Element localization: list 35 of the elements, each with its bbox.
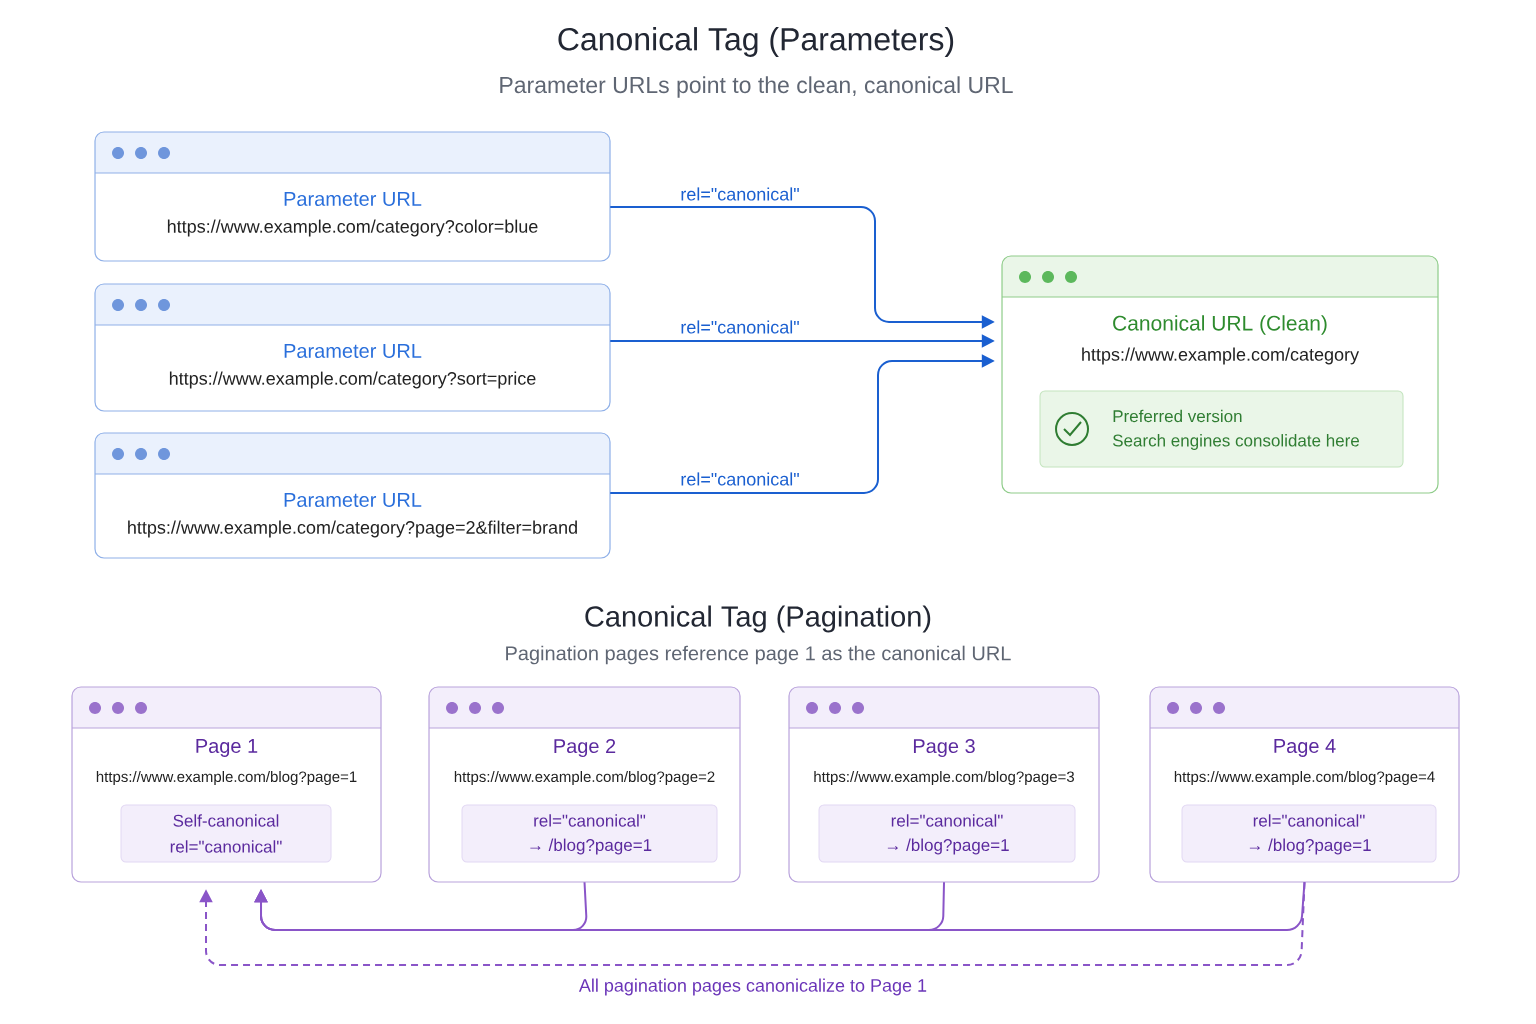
- url-text: https://www.example.com/blog?page=4: [1174, 771, 1435, 785]
- box-text: rel="canonical": [170, 840, 282, 853]
- box-text: Preferred version: [1113, 409, 1242, 423]
- url-text: https://www.example.com/category: [1082, 347, 1359, 365]
- url-text: https://www.example.com/category?page=2&filter=brand: [128, 520, 577, 538]
- card-title: Parameter URL: [284, 192, 422, 206]
- section-title: Canonical Tag (Pagination): [585, 605, 931, 633]
- card-title: Parameter URL: [284, 493, 422, 507]
- box-text: Search engines consolidate here: [1113, 434, 1359, 450]
- edge-label: rel="canonical": [678, 318, 802, 336]
- edge-label: rel="canonical": [678, 185, 802, 203]
- box-text: → /blog?page=1: [530, 838, 652, 855]
- box-text: Self-canonical: [173, 814, 279, 827]
- box-text: → /blog?page=1: [887, 838, 1009, 855]
- card-title: Page 3: [913, 738, 975, 758]
- subtitle: Parameter URLs point to the clean, canonical URL: [500, 76, 1013, 98]
- box-text: → /blog?page=1: [1249, 838, 1371, 855]
- box-text: rel="canonical": [891, 814, 1003, 827]
- card-title: Parameter URL: [284, 344, 422, 358]
- subtitle: Pagination pages reference page 1 as the canonical URL: [506, 645, 1011, 665]
- url-text: https://www.example.com/blog?page=2: [454, 771, 715, 785]
- url-text: https://www.example.com/blog?page=3: [814, 771, 1075, 785]
- url-text: https://www.example.com/blog?page=1: [96, 771, 357, 785]
- card-title: Canonical URL (Clean): [1113, 315, 1327, 335]
- card-title: Page 2: [554, 738, 616, 758]
- arrow: [199, 881, 1306, 966]
- title: Canonical Tag (Parameters): [558, 27, 954, 57]
- edge-label: rel="canonical": [678, 470, 802, 488]
- card-title: Page 4: [1274, 739, 1336, 757]
- url-text: https://www.example.com/category?color=blue: [167, 219, 538, 237]
- edge-label: All pagination pages canonicalize to Page 1: [576, 976, 930, 998]
- url-text: https://www.example.com/category?sort=price: [169, 371, 536, 389]
- card-title: Page 1: [196, 739, 258, 757]
- box-text: rel="canonical": [1253, 814, 1365, 827]
- box-text: rel="canonical": [534, 814, 646, 827]
